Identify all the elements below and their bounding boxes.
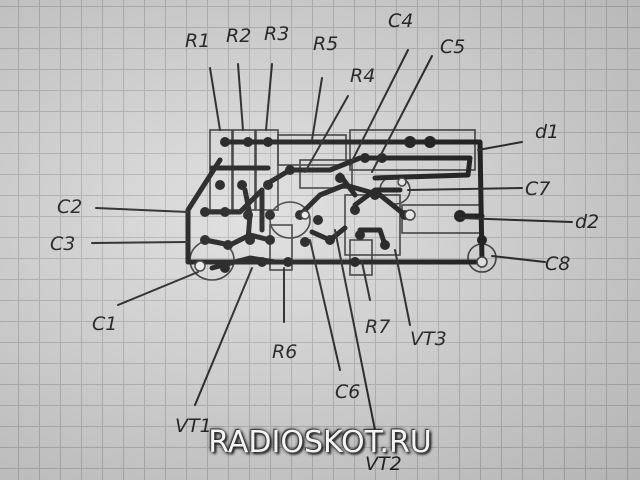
solder-pad [355, 230, 365, 240]
label-c6: C6 [335, 381, 360, 403]
label-c3: C3 [50, 233, 75, 255]
solder-pad [265, 210, 275, 220]
solder-pad [424, 136, 436, 148]
solder-pad [257, 257, 267, 267]
solder-pad [283, 257, 293, 267]
label-c8: C8 [545, 253, 570, 275]
solder-pad [285, 165, 295, 175]
solder-pad [350, 257, 360, 267]
label-vt2: VT2 [365, 453, 402, 475]
r6-outline [269, 224, 293, 271]
solder-pad [243, 210, 253, 220]
solder-pad [223, 240, 233, 250]
leader-c8 [491, 255, 546, 263]
label-r1: R1 [185, 30, 210, 52]
solder-pad [265, 235, 275, 245]
label-r6: R6 [272, 341, 297, 363]
solder-pad [220, 207, 230, 217]
leader-r2 [237, 63, 244, 131]
solder-pad [477, 235, 487, 245]
leader-c1 [117, 271, 199, 306]
leader-lines [91, 49, 573, 431]
leader-vt1 [194, 267, 253, 406]
hollow-pad [397, 177, 407, 187]
solder-pad [380, 240, 390, 250]
label-r4: R4 [350, 65, 375, 87]
solder-pad [243, 137, 253, 147]
vt1-outline [269, 201, 311, 239]
solder-pad [350, 205, 360, 215]
leader-c3 [91, 241, 189, 244]
hollow-pad [404, 209, 416, 221]
hollow-pad [194, 260, 206, 272]
leader-vt2 [334, 229, 376, 431]
leader-r3 [265, 63, 273, 131]
component-outlines [189, 129, 497, 281]
component-labels: R1 R2 R3 R5 R4 C4 C5 d1 C7 d2 C8 C2 C3 C… [50, 10, 599, 475]
leader-r5 [311, 77, 323, 141]
label-c5: C5 [440, 36, 465, 58]
label-d1: d1 [535, 121, 559, 143]
hollow-pads [194, 177, 488, 272]
leader-c2 [95, 207, 189, 213]
leader-vt3 [394, 249, 411, 326]
solder-pad [360, 153, 370, 163]
solder-pad [237, 180, 247, 190]
label-r5: R5 [313, 33, 338, 55]
track-row-4 [202, 232, 273, 248]
solder-pad [370, 190, 380, 200]
solder-pad [454, 210, 466, 222]
label-vt1: VT1 [175, 415, 212, 437]
label-d2: d2 [575, 211, 599, 233]
solder-pad [263, 137, 273, 147]
solder-pad [200, 235, 210, 245]
label-c1: C1 [92, 313, 117, 335]
solder-pad [220, 263, 230, 273]
r4-outline [299, 159, 353, 189]
solder-pad [245, 235, 255, 245]
leader-d1 [477, 141, 523, 151]
label-r7: R7 [365, 316, 390, 338]
solder-pad [200, 207, 210, 217]
solder-pad [335, 173, 345, 183]
hollow-pad [476, 256, 488, 268]
label-c7: C7 [525, 178, 550, 200]
solder-pad [300, 237, 310, 247]
leader-r7 [361, 261, 371, 301]
leader-c6 [309, 239, 341, 371]
label-r3: R3 [264, 23, 289, 45]
hollow-pad [300, 210, 310, 220]
track-center-4 [357, 227, 388, 248]
label-r2: R2 [226, 25, 251, 47]
leader-d2 [459, 217, 573, 223]
watermark: RADIOSKOT.RU [208, 425, 432, 460]
d1-outline [349, 129, 476, 171]
solder-pad [220, 137, 230, 147]
leader-c5 [371, 55, 433, 173]
label-vt3: VT3 [410, 328, 447, 350]
solder-pad [404, 136, 416, 148]
solder-pad [263, 180, 273, 190]
solder-pad [325, 235, 335, 245]
solder-pad [313, 215, 323, 225]
label-c2: C2 [57, 196, 82, 218]
label-c4: C4 [388, 10, 413, 32]
leader-c4 [349, 49, 409, 166]
r7-outline [349, 239, 373, 276]
track-outer-contour [185, 139, 485, 265]
leader-r1 [209, 67, 221, 131]
solder-pad [215, 180, 225, 190]
leader-r4 [304, 95, 349, 173]
leader-c7 [407, 187, 523, 191]
